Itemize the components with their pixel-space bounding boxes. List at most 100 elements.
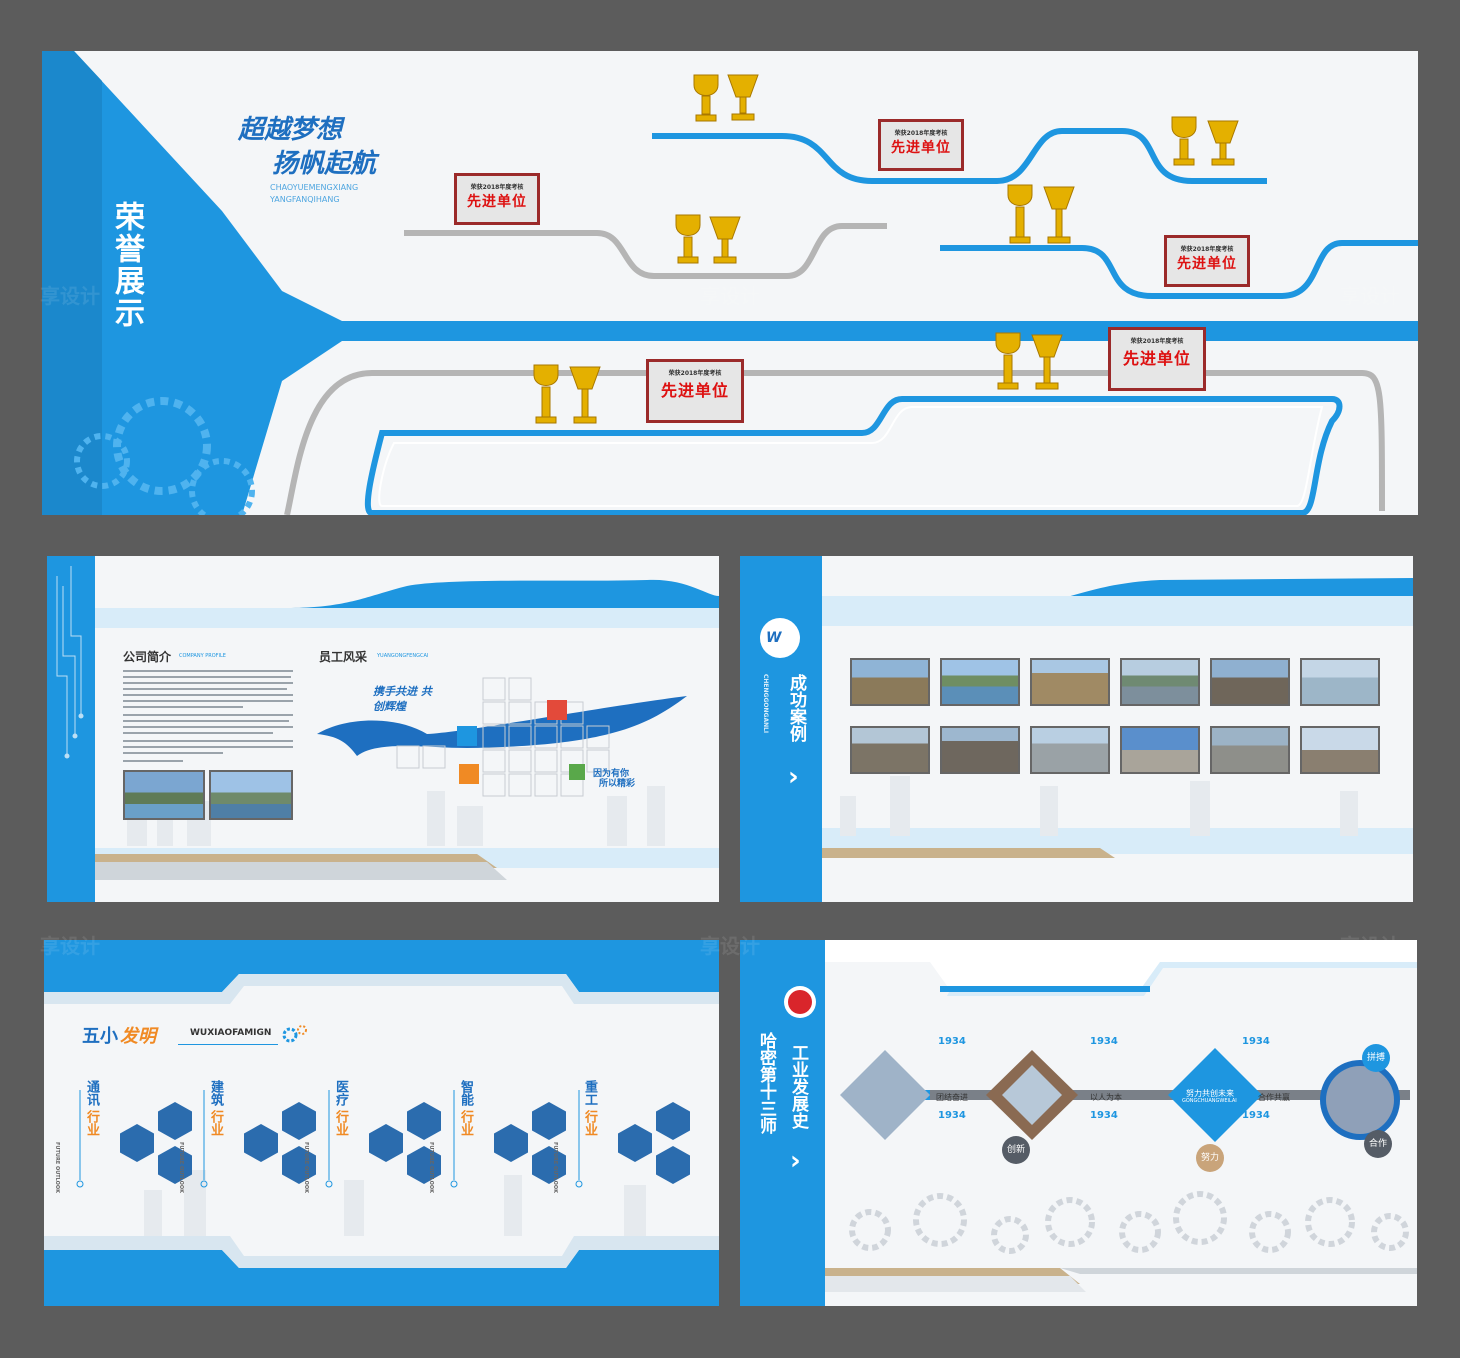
history-background — [740, 940, 1417, 1306]
industry-hex-image — [282, 1146, 316, 1184]
profile-text-block — [123, 670, 293, 762]
award-plaque: 荣获2018年度考核 先进单位 — [1108, 327, 1206, 391]
case-photo[interactable] — [1300, 726, 1380, 774]
honor-panel: 荣誉展示 超越梦想 扬帆起航 CHAOYUEMENGXIANG YANGFANQ… — [42, 51, 1418, 515]
industry-hex-image — [158, 1102, 192, 1140]
staff-slogan: 携手共进 共创辉煌 — [373, 685, 432, 713]
industry-hex-image — [120, 1124, 154, 1162]
case-photo[interactable] — [1210, 658, 1290, 706]
industry-hex-image — [618, 1124, 652, 1162]
staff-title: 员工风采 — [319, 650, 368, 664]
timeline-year: 1934 — [1242, 1110, 1270, 1121]
cases-panel: W 成功案例 CHENGGONGANLI › — [740, 556, 1413, 902]
staff-slogan-2-line1: 因为有你 — [593, 769, 630, 779]
plaque-main-text: 先进单位 — [467, 194, 527, 210]
plaque-main-text: 先进单位 — [660, 381, 729, 400]
wuxiao-panel: 五小 发明 WUXIAOFAMIGN 通讯 行业 FUTURE OUTLOOK … — [44, 940, 719, 1306]
cases-arrow-icon[interactable]: › — [788, 762, 799, 792]
plaque-top-text: 荣获2018年度考核 — [894, 130, 948, 137]
industry-block[interactable]: 医疗 行业 FUTURE OUTLOOK — [303, 1080, 449, 1200]
case-photo[interactable] — [940, 726, 1020, 774]
badge-fight: 拼搏 — [1362, 1044, 1390, 1072]
plaque-top-text: 荣获2018年度考核 — [470, 184, 524, 191]
timeline-year: 1934 — [938, 1110, 966, 1121]
industry-hex-image — [532, 1102, 566, 1140]
industry-hex-image — [656, 1102, 690, 1140]
honor-background — [42, 51, 1418, 515]
timeline-node-label: 努力共创未来 — [1186, 1089, 1234, 1098]
timeline-node-label: 团结奋进 — [936, 1093, 968, 1102]
timeline-node-label: 合作共赢 — [1258, 1093, 1290, 1102]
staff-slogan-2-line2: 所以精彩 — [599, 779, 636, 789]
case-photo[interactable] — [1210, 726, 1290, 774]
future-outlook-label: FUTURE OUTLOOK — [303, 1142, 309, 1194]
case-photo[interactable] — [1120, 658, 1200, 706]
watermark: 享设计 — [40, 284, 100, 308]
timeline-year: 1934 — [1090, 1036, 1118, 1047]
profile-photo — [209, 770, 293, 820]
case-photo[interactable] — [1030, 658, 1110, 706]
history-org-name: 哈密第十三师 — [756, 1032, 776, 1134]
future-outlook-label: FUTURE OUTLOOK — [428, 1142, 434, 1194]
future-outlook-label: FUTURE OUTLOOK — [178, 1142, 184, 1194]
industry-block[interactable]: 通讯 行业 FUTURE OUTLOOK — [54, 1080, 200, 1200]
case-photo[interactable] — [850, 658, 930, 706]
industry-suffix: 行业 — [333, 1110, 348, 1136]
case-photo[interactable] — [1030, 726, 1110, 774]
industry-name: 重工 — [582, 1080, 597, 1106]
plaque-main-text: 先进单位 — [891, 140, 951, 156]
honor-slogan-line2: 扬帆起航 — [272, 149, 377, 179]
award-plaque: 荣获2018年度考核 先进单位 — [1164, 235, 1250, 287]
industry-block[interactable]: 智能 行业 FUTURE OUTLOOK — [428, 1080, 574, 1200]
industry-hex-image — [656, 1146, 690, 1184]
watermark: 享设计 — [1340, 284, 1400, 308]
plaque-main-text: 先进单位 — [1122, 349, 1191, 368]
industry-name: 建筑 — [208, 1080, 223, 1106]
wuxiao-title-b: 发明 — [120, 1026, 156, 1047]
staff-title-en: YUANGONGFENGCAI — [377, 653, 429, 659]
watermark: 享设计 — [700, 934, 760, 958]
industry-suffix: 行业 — [582, 1110, 597, 1136]
profile-title: 公司简介 — [123, 650, 172, 664]
plaque-top-text: 荣获2018年度考核 — [668, 370, 722, 377]
cases-vertical-title: 成功案例 — [786, 674, 806, 742]
wuxiao-pinyin: WUXIAOFAMIGN — [190, 1028, 272, 1038]
wuxiao-background — [44, 940, 719, 1306]
industry-hex-image — [369, 1124, 403, 1162]
industry-hex-image — [244, 1124, 278, 1162]
timeline-node-label: 以人为本 — [1090, 1093, 1122, 1102]
industry-hex-image — [158, 1146, 192, 1184]
case-photo[interactable] — [850, 726, 930, 774]
wuxiao-title-a: 五小 — [82, 1026, 118, 1047]
history-panel: 哈密第十三师 工业发展史 › 1934 1934 1934 1934 1934 … — [740, 940, 1417, 1306]
company-logo-icon: W — [766, 630, 782, 646]
industry-hex-image — [494, 1124, 528, 1162]
wuxiao-divider — [178, 1044, 278, 1045]
future-outlook-label: FUTURE OUTLOOK — [552, 1142, 558, 1194]
plaque-top-text: 荣获2018年度考核 — [1180, 246, 1234, 253]
profile-photo — [123, 770, 205, 820]
honor-pinyin-line2: YANGFANQIHANG — [270, 195, 340, 204]
badge-coop: 合作 — [1364, 1130, 1392, 1158]
company-background — [47, 556, 719, 902]
honor-pinyin-line1: CHAOYUEMENGXIANG — [270, 183, 359, 192]
industry-name: 智能 — [458, 1080, 473, 1106]
timeline-year: 1934 — [938, 1036, 966, 1047]
company-panel: 公司简介 COMPANY PROFILE 员工风采 YUANGONGFENGCA… — [47, 556, 719, 902]
case-photo[interactable] — [1300, 658, 1380, 706]
case-photo[interactable] — [940, 658, 1020, 706]
plaque-top-text: 荣获2018年度考核 — [1130, 338, 1184, 345]
industry-hex-image — [282, 1102, 316, 1140]
industry-name: 医疗 — [333, 1080, 348, 1106]
badge-effort: 努力 — [1196, 1144, 1224, 1172]
watermark: 享设计 — [700, 284, 760, 308]
industry-block[interactable]: 建筑 行业 FUTURE OUTLOOK — [178, 1080, 324, 1200]
history-arrow-icon[interactable]: › — [790, 1146, 801, 1176]
award-plaque: 荣获2018年度考核 先进单位 — [646, 359, 744, 423]
industry-block[interactable]: 重工 行业 FUTURE OUTLOOK — [552, 1080, 698, 1200]
cases-background — [740, 556, 1413, 902]
case-photo[interactable] — [1120, 726, 1200, 774]
plaque-main-text: 先进单位 — [1177, 256, 1237, 272]
history-title: 工业发展史 — [788, 1044, 808, 1129]
industry-suffix: 行业 — [458, 1110, 473, 1136]
